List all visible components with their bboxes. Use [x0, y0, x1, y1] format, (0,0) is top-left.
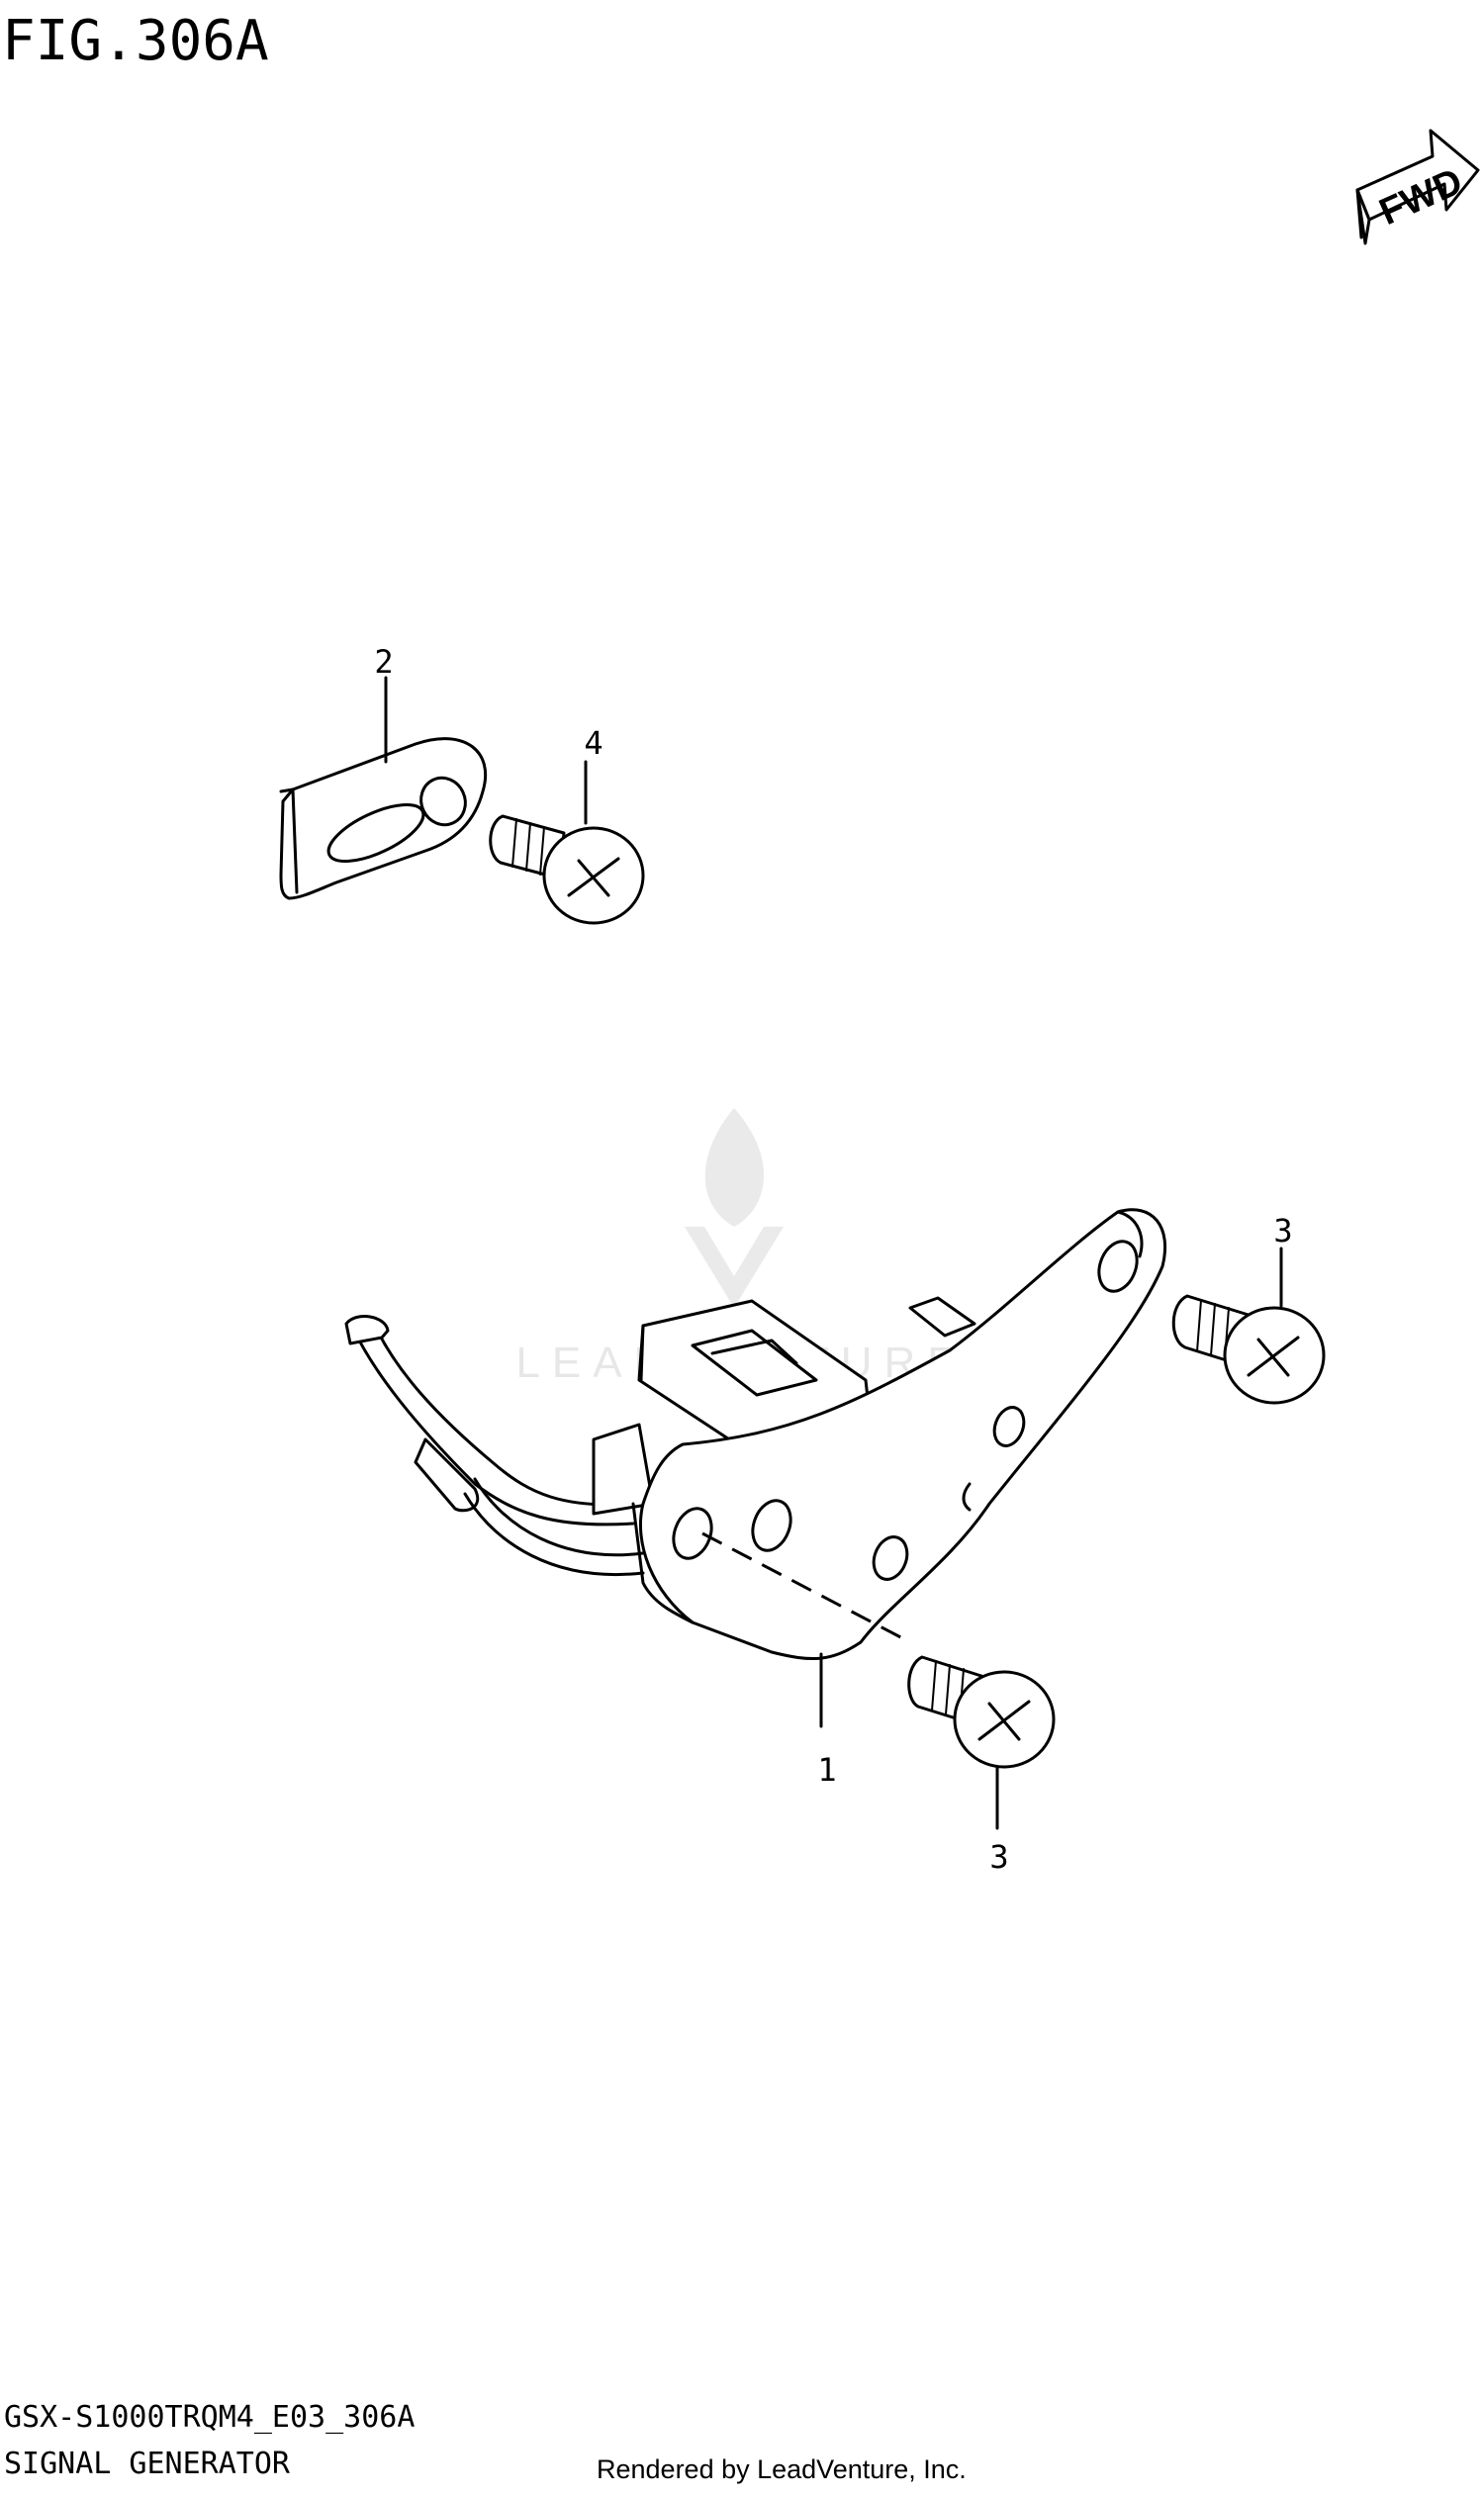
section-name: SIGNAL GENERATOR	[4, 2447, 291, 2481]
phillips-screw-part-3-upper	[1171, 1294, 1326, 1405]
bolt-axis-line	[701, 1531, 911, 1644]
callout-2: 2	[374, 643, 393, 681]
callout-4: 4	[584, 724, 603, 762]
fwd-arrow-icon: FWD	[1355, 129, 1480, 245]
figure-title: FIG.306A	[2, 9, 269, 73]
model-code: GSX-S1000TRQM4_E03_306A	[4, 2400, 415, 2435]
sensor-bracket-icon	[344, 1208, 1167, 1661]
callout-1: 1	[817, 1751, 836, 1789]
phillips-screw-part-3-lower	[907, 1655, 1056, 1769]
render-credit: Rendered by LeadVenture, Inc.	[597, 2454, 967, 2484]
callout-3-lower: 3	[989, 1838, 1008, 1876]
phillips-screw-part-4	[489, 814, 645, 925]
callout-3-upper: 3	[1273, 1212, 1292, 1249]
plate-bracket-part-2	[279, 737, 488, 900]
